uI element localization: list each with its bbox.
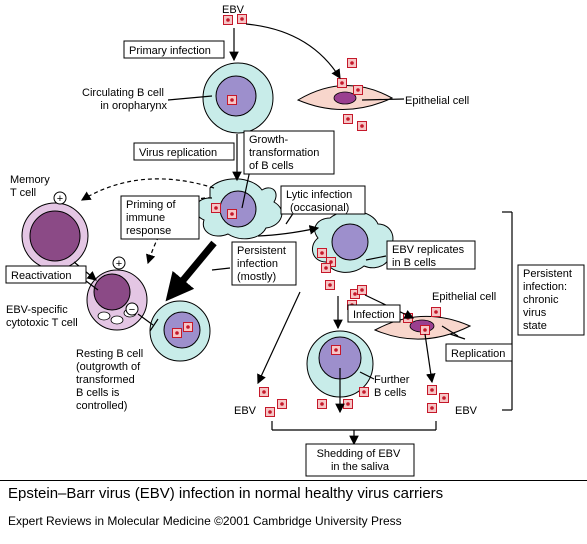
- reactivation-box: [5, 265, 87, 284]
- label-epithelial-cell-mid: Epithelial cell: [432, 291, 496, 303]
- label-circulating-b-cell: Circulating B cell in oropharynx: [82, 87, 167, 112]
- label-shedding: Shedding of EBV in the saliva: [317, 448, 404, 473]
- priming-box: [120, 195, 200, 240]
- label-ebv-top: EBV: [222, 4, 245, 16]
- replication-box: [445, 343, 513, 362]
- label-primary-infection: Primary infection: [129, 45, 211, 57]
- growth-transformation-box: [243, 130, 335, 175]
- label-persistent-chronic: Persistent infection: chronic virus stat…: [523, 268, 575, 332]
- figure-credit: Expert Reviews in Molecular Medicine ©20…: [8, 514, 402, 528]
- label-growth-transformation: Growth- transformation of B cells: [249, 134, 322, 172]
- figure-caption: Epstein–Barr virus (EBV) infection in no…: [8, 485, 444, 502]
- label-ebv-left: EBV: [234, 405, 257, 417]
- svg-text:+: +: [57, 193, 63, 205]
- shedding-bracket: [271, 421, 437, 446]
- label-memory-t-cell: Memory T cell: [10, 174, 53, 199]
- resting-b-cell: [149, 300, 211, 362]
- label-replication: Replication: [451, 348, 505, 360]
- cytotoxic-t-cell: [86, 269, 148, 331]
- primary-infection-box: [123, 40, 225, 59]
- label-further-b-cells: Further B cells: [374, 374, 413, 399]
- shedding-box: [305, 443, 415, 477]
- label-epithelial-cell-top: Epithelial cell: [405, 95, 469, 107]
- infection-box: [347, 304, 401, 323]
- circulating-b-cell: [202, 62, 274, 134]
- label-infection: Infection: [353, 309, 395, 321]
- ebv-infection-diagram: + + − EBV Primary infection Circulating …: [5, 4, 585, 477]
- caption-divider: [0, 480, 587, 481]
- virus-replication-box: [133, 142, 235, 161]
- epithelial-cell-top: [296, 85, 394, 110]
- arrows: [73, 23, 466, 414]
- label-priming: Priming of immune response: [126, 199, 179, 237]
- ebv-replicates-box: [386, 240, 476, 270]
- label-lytic-infection: Lytic infection (occasional): [286, 189, 355, 214]
- lytic-infection-box: [280, 185, 366, 215]
- caption-area: Epstein–Barr virus (EBV) infection in no…: [0, 480, 587, 544]
- label-ebv-right: EBV: [455, 405, 478, 417]
- label-ebv-specific-t-cell: EBV-specific cytotoxic T cell: [6, 304, 78, 329]
- persistent-bracket: [502, 211, 513, 411]
- plus-marker-memory: +: [53, 191, 67, 205]
- transformed-b-cell: [195, 178, 283, 240]
- label-resting-b-cell: Resting B cell (outgrowth of transformed…: [76, 348, 146, 412]
- label-reactivation: Reactivation: [11, 270, 72, 282]
- persistent-infection-box: [231, 241, 297, 286]
- plus-marker-cytotoxic: +: [112, 256, 126, 270]
- label-virus-replication: Virus replication: [139, 147, 217, 159]
- svg-text:+: +: [116, 258, 122, 270]
- svg-text:−: −: [129, 304, 135, 316]
- lytic-b-cell: [311, 210, 394, 273]
- label-ebv-replicates: EBV replicates in B cells: [392, 244, 467, 269]
- memory-t-cell: [21, 202, 89, 270]
- persistent-chronic-box: [517, 264, 585, 336]
- label-persistent-infection: Persistent infection (mostly): [237, 245, 289, 283]
- further-b-cell: [306, 330, 374, 398]
- minus-marker: −: [125, 302, 139, 316]
